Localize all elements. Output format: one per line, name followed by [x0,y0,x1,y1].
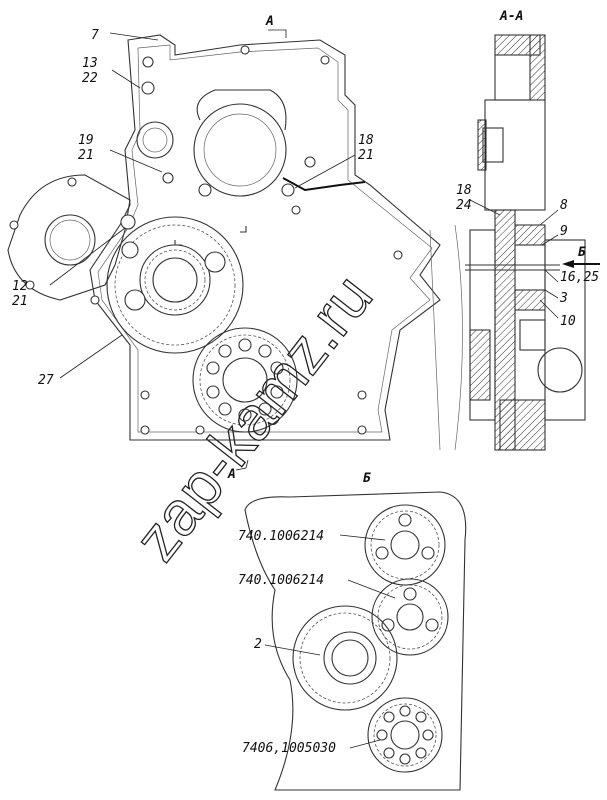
callout-9: 9 [560,224,568,239]
auxiliary-cover [7,174,131,301]
callout-gear-large: 2 [254,637,262,652]
callout-13: 13 [82,56,98,71]
bolt-holes [9,45,403,435]
detail-view-title: Б [363,471,371,486]
cover-outline [89,34,441,441]
idler-gear-top [364,504,446,586]
crankshaft-gear [106,216,244,354]
callout-19: 19 [78,133,94,148]
callout-27: 27 [38,373,54,388]
callout-21: 21 [78,148,94,163]
seal-circle [44,214,96,266]
callout-gear-middle: 740.1006214 [238,573,324,588]
callout-24: 24 [456,198,472,213]
crank-gear [292,605,398,711]
callout-3: 3 [559,291,568,306]
section-mark-top: А [265,14,274,29]
watermark: zap-kamz.ru [122,262,386,573]
upper-bore [193,103,287,197]
callout-gear-top: 740.1006214 [238,529,324,544]
view-arrow-label: Б [578,245,586,260]
callout-16-25: 16,25 [560,270,599,285]
cam-gear-bottom [367,697,443,773]
timing-cover-front-view [7,29,441,471]
detail-view-b [244,491,467,791]
callout-18: 18 [456,183,472,198]
callout-8: 8 [560,198,568,213]
idler-gear-middle [371,578,449,656]
callout-12: 12 [12,279,28,294]
callout-22: 22 [82,71,98,86]
section-title: А-А [499,9,523,24]
callout-7: 7 [91,28,99,43]
camshaft-gear [192,327,298,433]
section-a-a [429,34,586,451]
callout-21: 21 [12,294,28,309]
callout-21: 21 [358,148,374,163]
section-mark-bottom: А [227,467,236,482]
callout-10: 10 [560,314,576,329]
small-seal [136,121,174,159]
callout-18: 18 [358,133,374,148]
callout-gear-bottom: 7406,1005030 [242,741,336,756]
